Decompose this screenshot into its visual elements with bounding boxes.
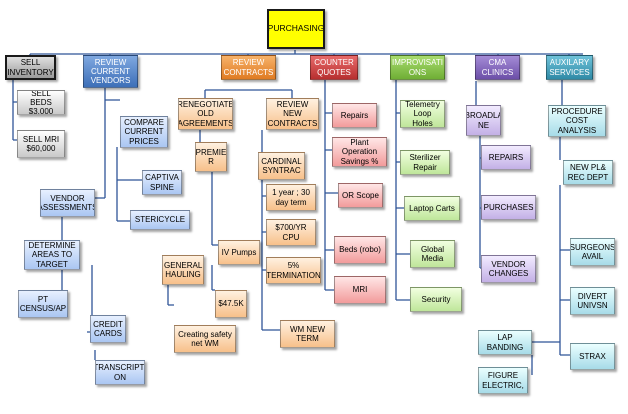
clinics-repairs-box: REPAIRS	[481, 145, 531, 170]
telemetry-box: Telemetry Loop Holes	[400, 100, 445, 128]
transcription-box: TRANSCRIPTI ON	[95, 360, 145, 385]
purchases-box: PURCHASES	[481, 195, 536, 220]
header-review-contracts: REVIEW CONTRACTS	[221, 55, 276, 80]
vendor-changes-box: VENDOR CHANGES	[481, 255, 536, 283]
premier-box: PREMIE R	[195, 142, 227, 172]
sell-beds-box: SELL BEDS $3,000	[17, 90, 65, 115]
lap-banding-box: LAP BANDING	[478, 330, 532, 355]
review-new-contracts-box: REVIEW NEW CONTRACTS	[266, 98, 319, 130]
sterilizer-repair-box: Sterilizer Repair	[400, 150, 450, 175]
iv-pumps-box: IV Pumps	[218, 240, 260, 265]
compare-prices-box: COMPARE CURRENT PRICES	[120, 116, 168, 148]
or-scope-box: OR Scope	[338, 183, 383, 208]
header-improvisations: IMPROVISATI ONS	[390, 55, 445, 80]
figure-electric-box: FIGURE ELECTRIC,	[478, 367, 528, 394]
header-auxiliary-services: AUXILARY SERVICES	[546, 55, 593, 80]
renegotiate-box: RENEGOTIATE OLD AGREEMENTS	[178, 98, 233, 130]
stericycle-box: STERICYCLE	[130, 210, 190, 230]
cpu-box: $700/YR CPU	[266, 219, 316, 246]
cardinal-syntrac-box: CARDINAL SYNTRAC	[258, 152, 305, 180]
one-year-term-box: 1 year ; 30 day term	[266, 184, 316, 211]
header-review-current-vendors: REVIEW CURRENT VENDORS	[83, 55, 138, 88]
safety-net-box: Creating safety net WM	[174, 325, 236, 353]
purchasing-root: PURCHASING	[267, 9, 325, 49]
pt-census-box: PT CENSUS/AP	[18, 290, 68, 318]
surgeons-avail-box: SURGEONS AVAIL	[570, 238, 615, 266]
divert-univsn-box: DIVERT UNIVSN	[570, 287, 615, 315]
header-sell-inventory: SELL INVENTORY	[5, 55, 56, 80]
security-box: Security	[410, 287, 462, 312]
quotes-mri-box: MRI	[334, 276, 386, 304]
vendor-assessments-box: VENDOR ASSESSMENTS	[40, 189, 95, 217]
general-hauling-box: GENERAL HAULING	[162, 255, 204, 285]
credit-cards-box: CREDIT CARDS	[90, 315, 126, 343]
header-counter-quotes: COUNTER QUOTES	[310, 55, 358, 80]
global-media-box: Global Media	[410, 240, 455, 268]
termination-box: 5% TERMINATION	[266, 257, 321, 284]
captiva-spine-box: CAPTIVA SPINE	[142, 170, 182, 195]
beds-robo-box: Beds (robo)	[334, 236, 386, 264]
wm-new-term-box: WM NEW TERM	[280, 320, 335, 348]
header-cma-clinics: CMA CLINICS	[475, 55, 520, 80]
quotes-repairs-box: Repairs	[332, 103, 377, 128]
price-47-5k-box: $47.5K	[215, 290, 247, 318]
plant-operation-savings-box: Plant Operation Savings %	[332, 137, 387, 167]
sell-mri-box: SELL MRI $60,000	[17, 130, 65, 158]
strax-box: STRAX	[570, 343, 615, 370]
determine-areas-box: DETERMINE AREAS TO TARGET	[24, 240, 80, 270]
laptop-carts-box: Laptop Carts	[404, 196, 460, 221]
new-pl-rec-dept-box: NEW PL& REC DEPT	[563, 160, 613, 185]
procedure-cost-box: PROCEDURE COST ANALYSIS	[548, 105, 606, 137]
broadlane-box: BROADLA NE	[466, 105, 501, 136]
